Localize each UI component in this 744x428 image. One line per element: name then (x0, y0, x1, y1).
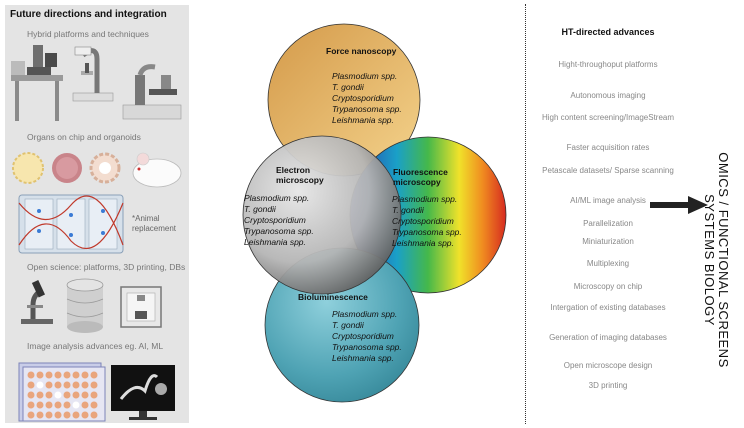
ht-advances-title: HT-directed advances (561, 27, 655, 37)
species-item: Plasmodium spp. (392, 194, 458, 204)
dotted-divider (525, 4, 526, 424)
species-item: Plasmodium spp. (332, 309, 398, 319)
fluorescence-microscopy-species: Plasmodium spp. T. gondii Cryptosporidiu… (392, 194, 462, 249)
section-image-analysis: Image analysis advances eg. AI, ML (27, 341, 164, 351)
species-item: Plasmodium spp. (332, 71, 398, 81)
venn-diagram: Force nanoscopy Plasmodium spp. T. gondi… (225, 0, 525, 428)
electron-microscopy-species: Plasmodium spp. T. gondii Cryptosporidiu… (244, 193, 314, 248)
advance-item: Autonomous imaging (570, 91, 646, 100)
section-organs-on-chip: Organs on chip and organoids (27, 132, 141, 142)
advance-item: Hight-throughoput platforms (558, 60, 658, 69)
monitor-icon (111, 365, 175, 420)
advance-item: AI/ML image analysis (570, 196, 646, 205)
species-item: Cryptosporidium (392, 216, 454, 226)
bioluminescence-species: Plasmodium spp. T. gondii Cryptosporidiu… (332, 309, 402, 364)
advance-item: Multiplexing (586, 259, 630, 268)
species-item: T. gondii (332, 320, 364, 330)
well-plate-icon (18, 362, 106, 422)
venn-circles (242, 23, 507, 403)
fluorescence-microscopy-label: Fluorescence microscopy (393, 167, 448, 187)
advance-item: Petascale datasets/ Sparse scanning (542, 166, 674, 175)
advance-item: Parallelization (583, 219, 633, 228)
outcome-line-1: OMICS / FUNCTIONAL SCREENS (716, 152, 731, 368)
species-item: Leishmania spp. (244, 237, 306, 247)
section-hybrid-platforms: Hybrid platforms and techniques (27, 29, 149, 39)
species-item: Leishmania spp. (392, 238, 454, 248)
species-item: Trypanosoma spp. (392, 227, 462, 237)
bioluminescence-label: Bioluminescence (298, 292, 368, 302)
microscope-icon (21, 280, 53, 324)
species-item: Trypanosoma spp. (332, 104, 402, 114)
species-item: Plasmodium spp. (244, 193, 310, 203)
advance-item: Intergation of existing databases (550, 303, 666, 312)
force-nanoscopy-label: Force nanoscopy (326, 46, 397, 56)
species-item: Trypanosoma spp. (244, 226, 314, 236)
advance-item: 3D printing (588, 381, 628, 390)
left-illustrations (11, 45, 182, 422)
section-open-science: Open science: platforms, 3D printing, DB… (27, 262, 186, 272)
advance-item: High content screening/ImageStream (541, 113, 675, 122)
species-item: T. gondii (392, 205, 424, 215)
species-item: Leishmania spp. (332, 115, 394, 125)
database-icon (66, 278, 104, 333)
electron-microscopy-label: Electron microscopy (276, 165, 324, 185)
species-item: T. gondii (332, 82, 364, 92)
animal-replacement-note: *Animal replacement (132, 214, 177, 233)
species-item: Cryptosporidium (332, 93, 394, 103)
advance-item: Generation of imaging databases (549, 333, 667, 342)
force-nanoscopy-species: Plasmodium spp. T. gondii Cryptosporidiu… (332, 71, 402, 126)
species-item: Cryptosporidium (332, 331, 394, 341)
species-item: Cryptosporidium (244, 215, 306, 225)
mouse-icon (132, 152, 182, 188)
outcome-vertical-title: OMICS / FUNCTIONAL SCREENS SYSTEMS BIOLO… (702, 130, 731, 390)
microscope-workstation-icon (11, 45, 63, 121)
advance-item: Miniaturization (582, 237, 634, 246)
3d-printer-icon (120, 286, 162, 328)
future-directions-panel: Future directions and integration Hybrid… (5, 5, 189, 423)
species-item: T. gondii (244, 204, 276, 214)
species-item: Trypanosoma spp. (332, 342, 402, 352)
species-item: Leishmania spp. (332, 353, 394, 363)
upright-microscope-icon (72, 46, 114, 102)
advance-item: Open microscope design (563, 361, 653, 370)
inverted-microscope-icon (122, 64, 182, 120)
future-directions-title: Future directions and integration (10, 9, 167, 20)
right-arrow-icon (650, 196, 708, 214)
organ-on-chip-icon (18, 194, 124, 254)
advance-item: Faster acquisition rates (566, 143, 650, 152)
electron-microscopy-circle (242, 135, 402, 295)
organoid-icons (12, 152, 121, 184)
outcome-line-2: SYSTEMS BIOLOGY (702, 194, 717, 326)
advance-item: Microscopy on chip (573, 282, 643, 291)
